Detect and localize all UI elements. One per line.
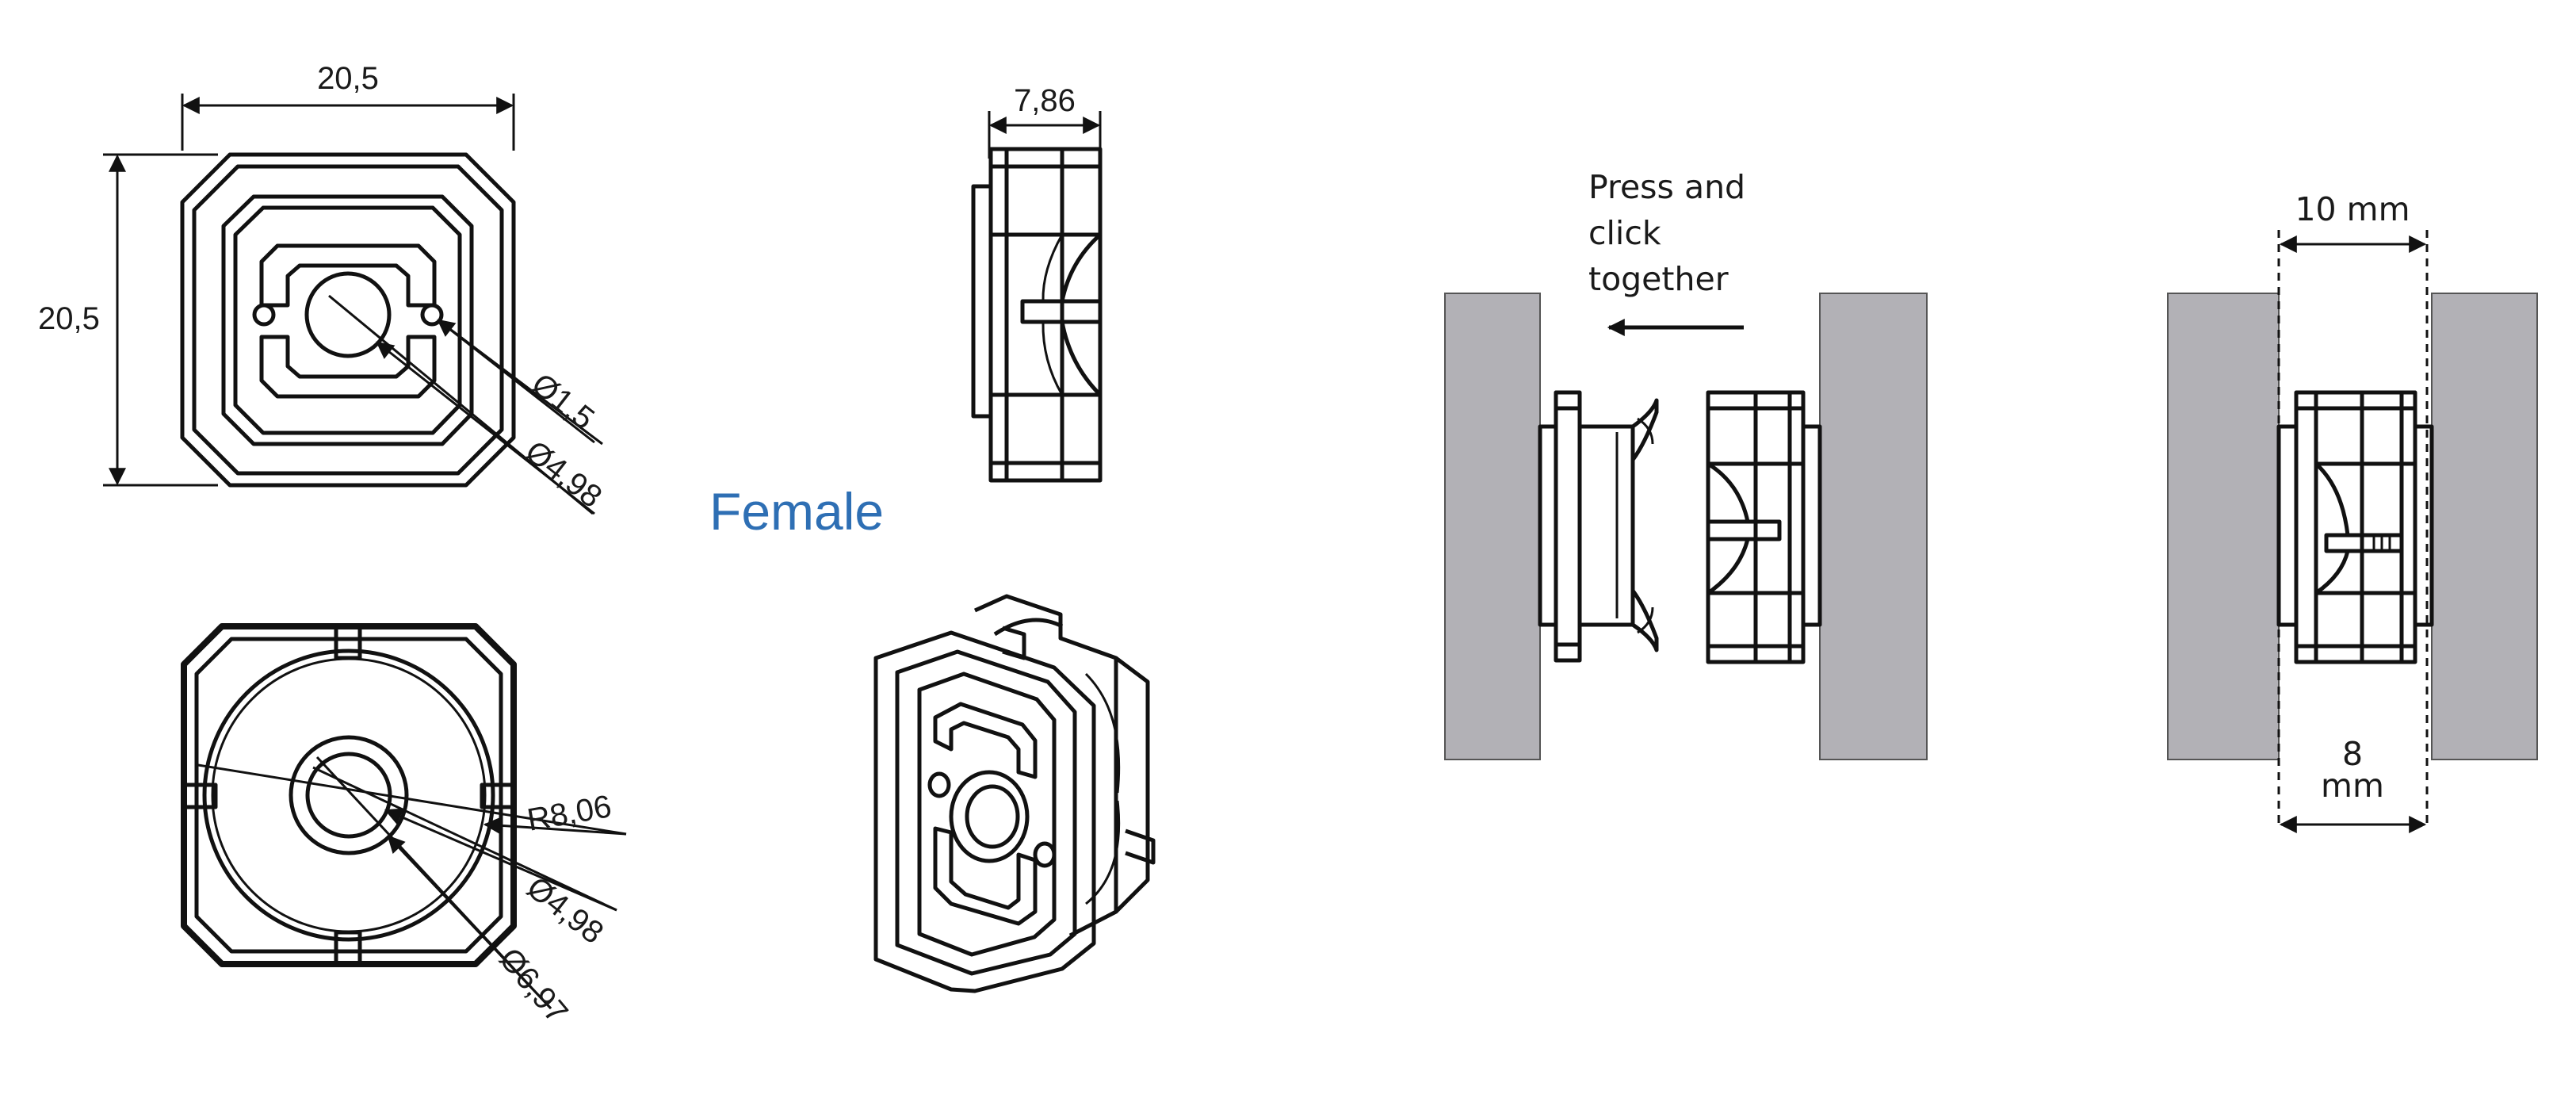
width-dim-label: 20,5 (317, 61, 379, 96)
gap-bottom-dim-line-2: mm (2321, 767, 2384, 805)
height-dim-label: 20,5 (38, 301, 100, 336)
gap-top-dim-label: 10 mm (2295, 190, 2410, 228)
left-wall-installed (2167, 293, 2280, 760)
depth-dim-label: 7,86 (1014, 83, 1076, 118)
assembly-installed-view: 10 mm 8 mm (2167, 190, 2538, 833)
isometric-view (873, 594, 1156, 993)
hole-dim-label: Ø1,5 (525, 366, 600, 436)
instruction-line-2: click (1588, 214, 1661, 252)
bore-dim-label: Ø4,98 (518, 434, 608, 515)
front-view: 20,5 20,5 Ø1,5 Ø4,98 (38, 61, 608, 515)
inner-ring (305, 752, 392, 839)
outer-dim-label: Ø6,97 (492, 942, 575, 1031)
left-wall (1444, 293, 1541, 760)
inner-dim-label: Ø4,98 (520, 870, 610, 951)
instruction-line-3: together (1588, 260, 1729, 298)
gap-bottom-dim-line-1: 8 (2342, 735, 2363, 773)
instruction-line-1: Press and (1588, 168, 1745, 206)
right-wall (1819, 293, 1928, 760)
assembly-press-view: Press and click together (1444, 168, 1928, 760)
side-view: 7,86 (971, 83, 1103, 483)
back-view: R8,06 Ø4,98 Ø6,97 (181, 623, 627, 1031)
center-bore (304, 271, 392, 358)
outer-ring (289, 735, 409, 855)
right-wall-installed (2431, 293, 2538, 760)
female-label: Female (709, 482, 884, 541)
